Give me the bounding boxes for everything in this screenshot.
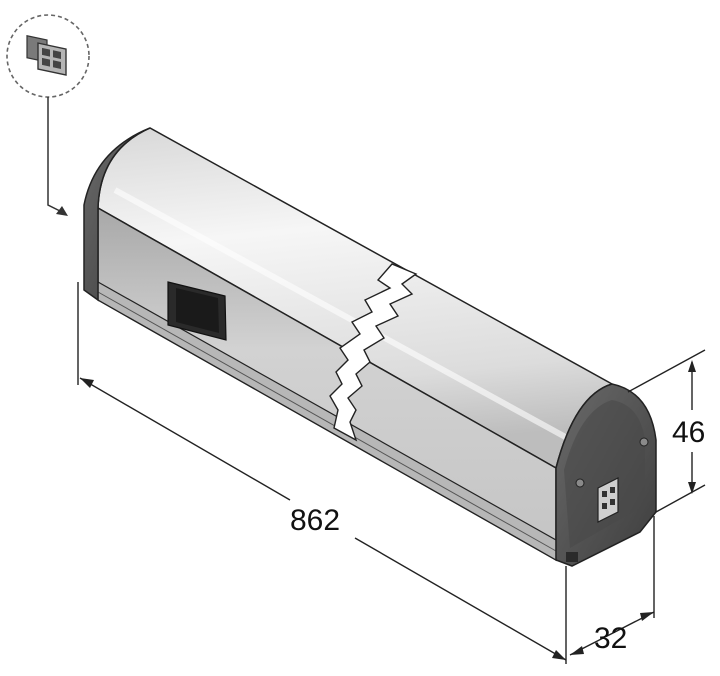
dimension-length-label: 862 [290, 504, 340, 537]
rocker-switch [167, 281, 227, 341]
detail-callout [6, 14, 90, 216]
connector-icon [26, 35, 67, 76]
light-profile [83, 127, 657, 567]
dimension-width [569, 516, 655, 656]
dimension-height [627, 349, 706, 513]
break-gap [329, 263, 418, 442]
dimension-length [77, 282, 567, 664]
leader-arrowhead [56, 206, 68, 216]
dimension-width-label: 32 [594, 622, 627, 655]
dimension-height-label: 46 [672, 416, 705, 449]
left-end-cap [83, 127, 151, 302]
leader-arrow [47, 97, 65, 214]
end-connector [597, 477, 619, 523]
top-highlight [113, 187, 582, 448]
